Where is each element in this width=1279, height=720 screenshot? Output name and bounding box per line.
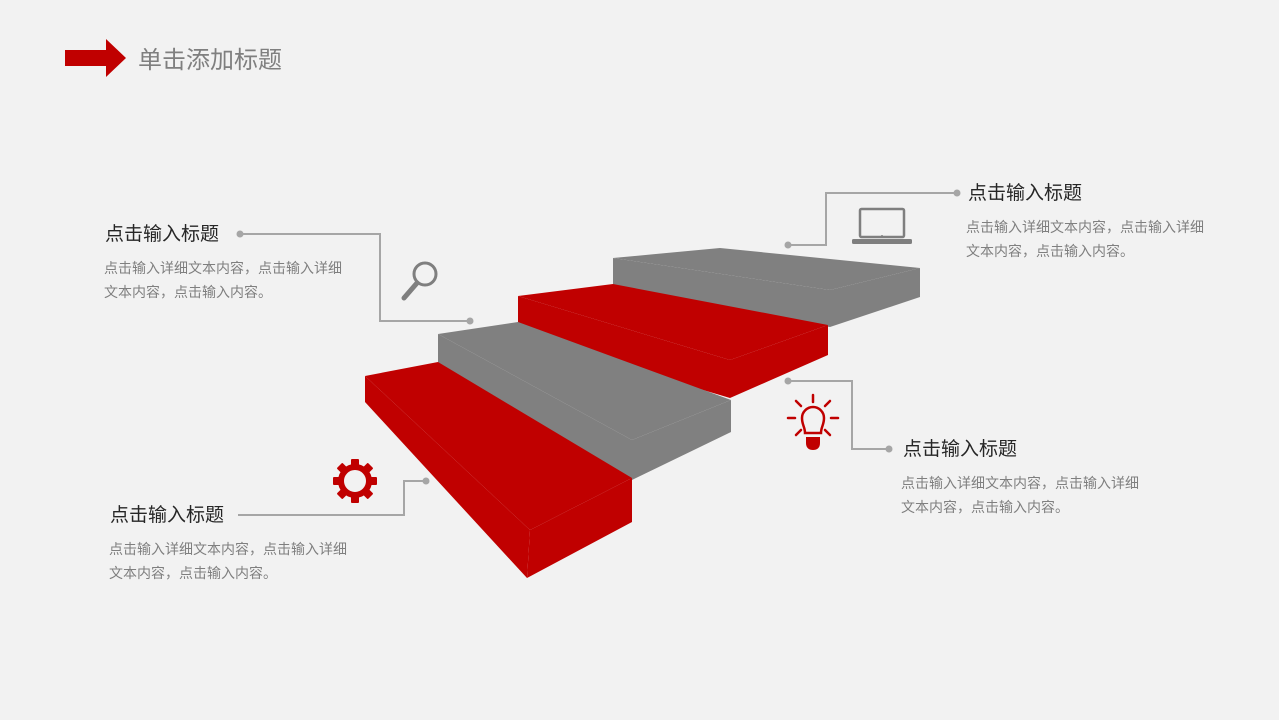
step-4 (613, 248, 920, 327)
connector-2-dot-b (953, 189, 961, 197)
connector-1-dot-a (236, 230, 244, 238)
item-4-title[interactable]: 点击输入标题 (110, 504, 225, 526)
connector-4-dot-a (422, 477, 430, 485)
item-1-title[interactable]: 点击输入标题 (105, 223, 220, 245)
connector-3-dot-b (885, 445, 893, 453)
step-3 (518, 284, 828, 398)
connector-2-dot-a (784, 241, 792, 249)
item-2-title[interactable]: 点击输入标题 (968, 182, 1083, 204)
connector-3-dot-a (784, 377, 792, 385)
step-2 (438, 322, 731, 480)
connector-1-dot-b (466, 317, 474, 325)
item-3-desc[interactable]: 点击输入详细文本内容，点击输入详细文本内容，点击输入内容。 (901, 476, 1139, 516)
item-2-desc[interactable]: 点击输入详细文本内容，点击输入详细文本内容，点击输入内容。 (966, 220, 1204, 260)
connector-1 (240, 233, 470, 322)
slide-title[interactable]: 单击添加标题 (138, 46, 282, 74)
lightbulb-icon (786, 393, 840, 450)
item-3-title[interactable]: 点击输入标题 (903, 438, 1018, 460)
step-1 (365, 362, 632, 578)
title-arrow-icon (65, 39, 126, 77)
item-1-desc[interactable]: 点击输入详细文本内容，点击输入详细文本内容，点击输入内容。 (104, 261, 342, 301)
gear-icon (333, 459, 377, 503)
item-4-desc[interactable]: 点击输入详细文本内容，点击输入详细文本内容，点击输入内容。 (109, 542, 347, 582)
magnifier-icon (401, 261, 438, 301)
connector-4 (238, 480, 426, 516)
connector-2 (788, 192, 957, 246)
laptop-icon (852, 207, 912, 244)
connector-3 (788, 380, 889, 450)
